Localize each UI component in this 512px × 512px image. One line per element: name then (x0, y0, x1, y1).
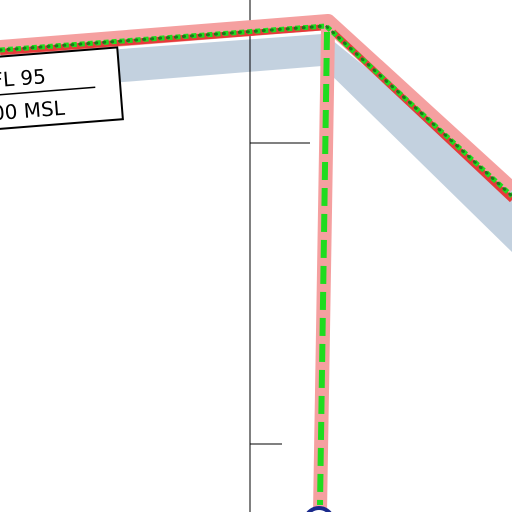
airspace-lower-limit: 00 MSL (0, 96, 66, 126)
route-segment-dotted[interactable] (0, 23, 512, 198)
route-segment-dotted-marks (0, 24, 512, 198)
airspace-upper-limit: FL 95 (0, 64, 47, 92)
waypoint-marker[interactable] (305, 506, 333, 512)
airspace-label[interactable]: FL 95 00 MSL (0, 46, 124, 132)
airspace-boundary-halo (0, 14, 512, 196)
airspace-shading-band-right (322, 34, 512, 252)
route-segment-dashed[interactable] (317, 31, 330, 506)
airspace-label-divider (0, 86, 96, 98)
airspace-label-box (0, 46, 124, 132)
